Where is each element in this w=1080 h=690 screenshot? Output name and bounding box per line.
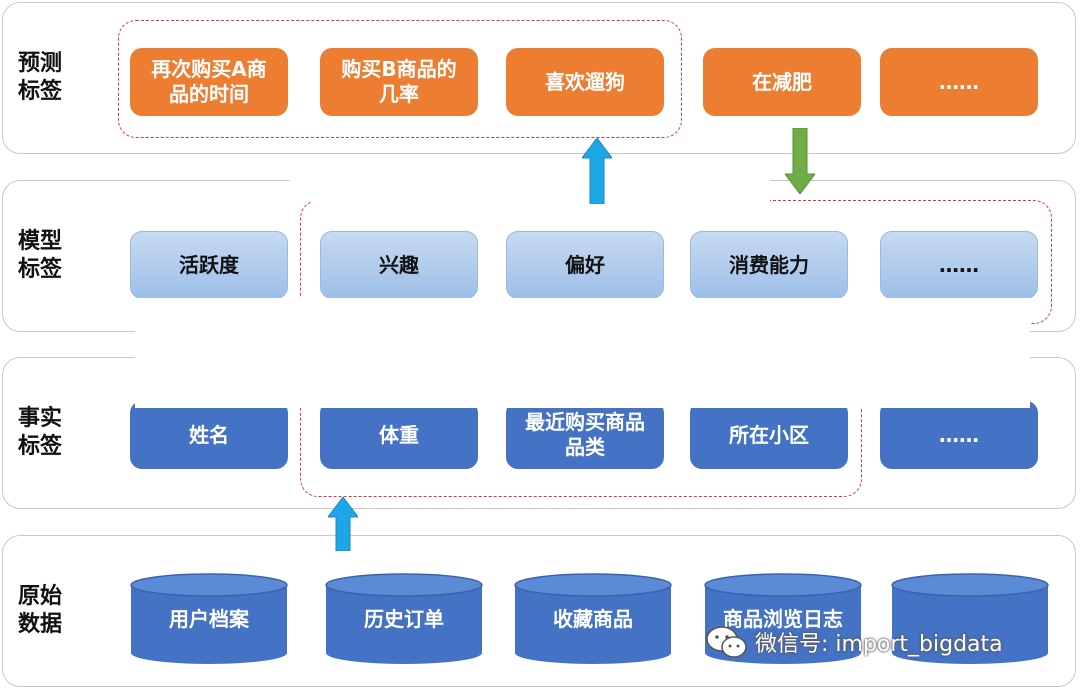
model-tag: 兴趣 bbox=[320, 231, 478, 299]
band-label-fact: 事实 标签 bbox=[18, 406, 63, 459]
fact-tag: 体重 bbox=[320, 401, 478, 469]
occlusion-patch bbox=[135, 298, 1030, 408]
model-tag: 活跃度 bbox=[130, 231, 288, 299]
model-tag: 偏好 bbox=[506, 231, 664, 299]
watermark-text: 微信号: import_bigdata bbox=[755, 632, 1003, 657]
model-tag: 消费能力 bbox=[690, 231, 848, 299]
fact-tag: 最近购买商品 品类 bbox=[506, 401, 664, 469]
fact-tag: …… bbox=[880, 401, 1038, 469]
raw-data-label: 收藏商品 bbox=[553, 607, 633, 631]
predict-tag: 在减肥 bbox=[703, 48, 861, 116]
fact-tag: 姓名 bbox=[130, 401, 288, 469]
database-icon bbox=[514, 573, 672, 664]
raw-data-label: 用户档案 bbox=[169, 607, 249, 631]
database-cylinder: 用户档案 bbox=[130, 573, 288, 665]
arrow-down-icon bbox=[785, 128, 815, 194]
raw-data-label: 历史订单 bbox=[364, 607, 444, 631]
predict-group-outline bbox=[118, 20, 682, 138]
predict-tag: …… bbox=[880, 48, 1038, 116]
band-label-model: 模型 标签 bbox=[18, 229, 63, 282]
database-cylinder: 收藏商品 bbox=[514, 573, 672, 665]
model-tag: …… bbox=[880, 231, 1038, 299]
occlusion-patch bbox=[290, 178, 770, 202]
band-label-raw: 原始 数据 bbox=[18, 584, 63, 637]
database-icon bbox=[130, 573, 288, 664]
database-icon bbox=[891, 573, 1049, 664]
fact-tag: 所在小区 bbox=[690, 401, 848, 469]
arrow-up-icon bbox=[328, 497, 358, 551]
raw-data-label: 商品浏览日志 bbox=[723, 607, 843, 631]
database-icon bbox=[325, 573, 483, 664]
arrow-up-icon bbox=[582, 138, 612, 204]
database-cylinder bbox=[891, 573, 1049, 665]
band-label-predict: 预测 标签 bbox=[18, 51, 63, 104]
watermark: 微信号: import_bigdata bbox=[705, 622, 1003, 662]
database-cylinder: 历史订单 bbox=[325, 573, 483, 665]
predict-tag: 购买B商品的 几率 bbox=[320, 48, 478, 116]
wechat-icon bbox=[706, 626, 747, 658]
predict-tag: 再次购买A商 品的时间 bbox=[130, 48, 288, 116]
predict-tag: 喜欢遛狗 bbox=[506, 48, 664, 116]
